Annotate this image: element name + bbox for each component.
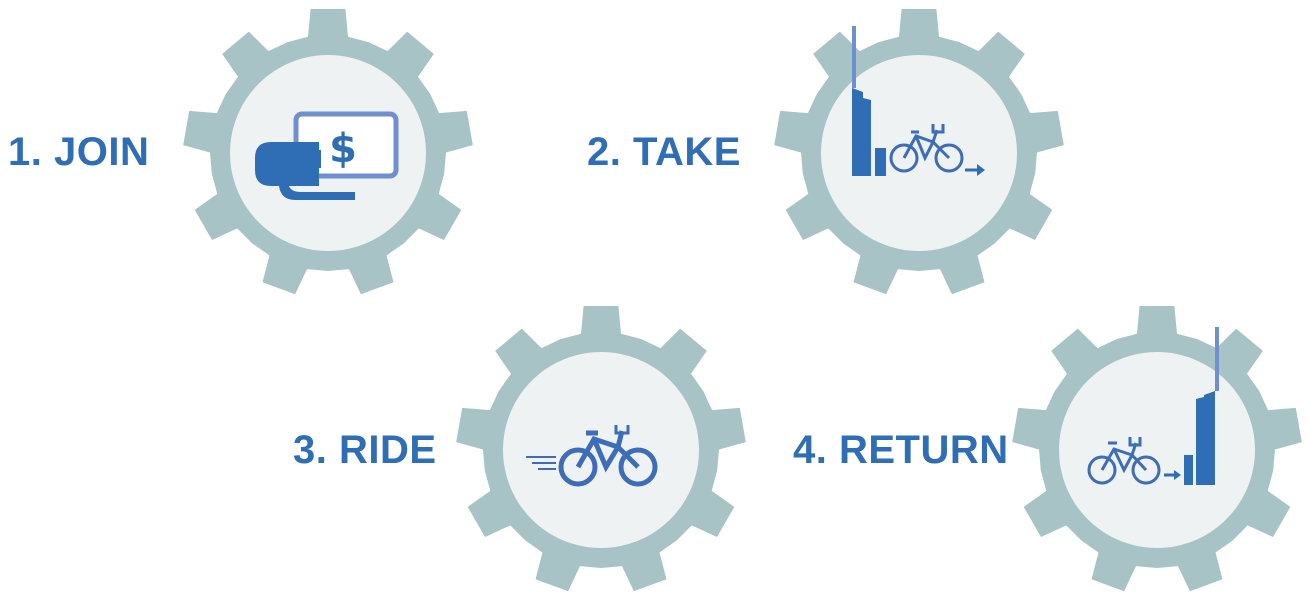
bike-riding-icon xyxy=(526,425,658,487)
gear-icon xyxy=(1012,306,1302,592)
step-1-gear: $ xyxy=(183,8,473,298)
step-3-gear xyxy=(456,305,746,595)
step-1-label: 1. JOIN xyxy=(8,130,150,174)
svg-text:$: $ xyxy=(329,126,357,172)
step-4-label: 4. RETURN xyxy=(793,428,1009,472)
step-3-label: 3. RIDE xyxy=(293,428,437,472)
gear-icon xyxy=(456,306,746,592)
bike-returning-to-dock-icon xyxy=(1087,327,1219,485)
step-2-gear xyxy=(774,8,1064,298)
bike-leaving-dock-icon xyxy=(852,26,985,176)
step-2-label: 2. TAKE xyxy=(587,130,741,174)
step-4-gear xyxy=(1012,305,1302,595)
payment-card-icon: $ xyxy=(255,111,399,200)
